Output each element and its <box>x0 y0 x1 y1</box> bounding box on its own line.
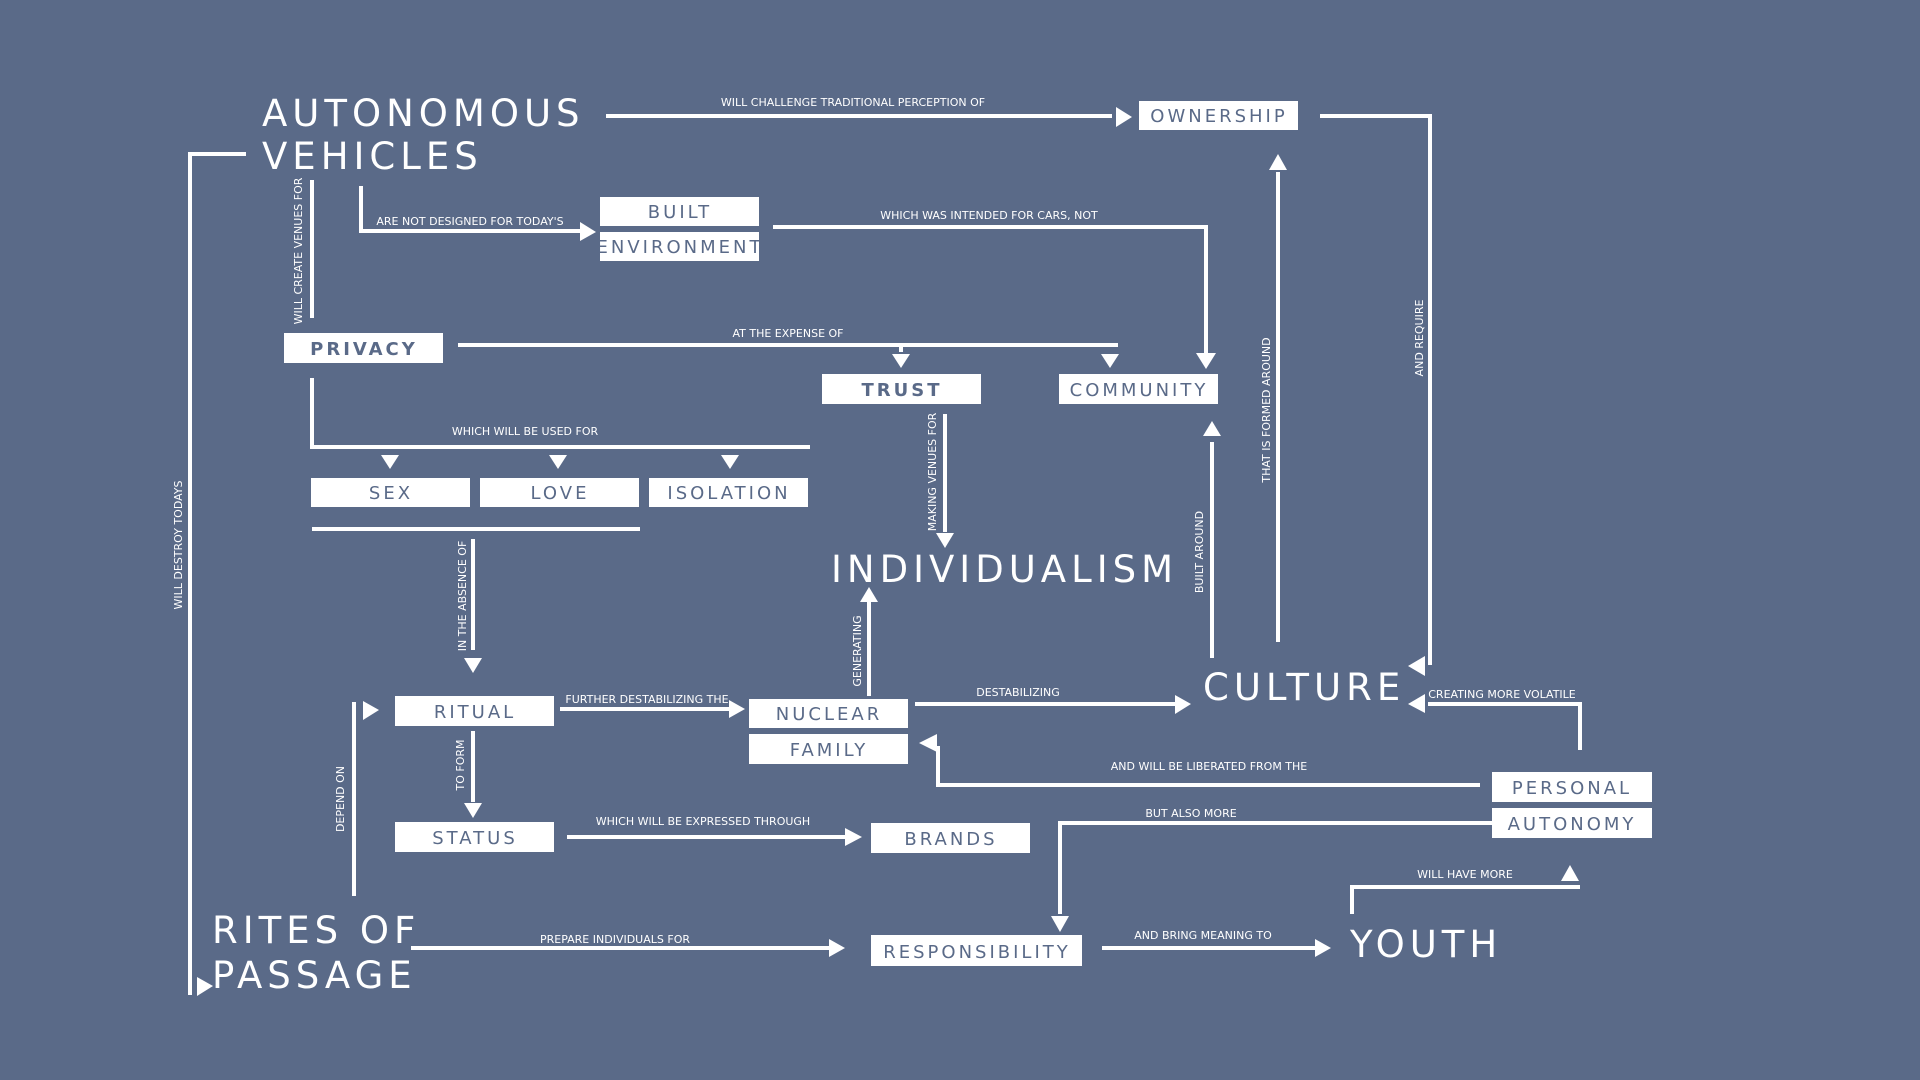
node-autonomous: AUTONOMOUS <box>262 92 585 135</box>
box-responsibility: RESPONSIBILITY <box>871 935 1082 966</box>
label-not-designed: ARE NOT DESIGNED FOR TODAY'S <box>376 215 563 228</box>
node-status: STATUS <box>432 828 518 849</box>
node-passage: PASSAGE <box>212 954 417 997</box>
label-will-destroy: WILL DESTROY TODAYS <box>172 481 185 610</box>
box-community: COMMUNITY <box>1059 374 1218 404</box>
node-individualism: INDIVIDUALISM <box>831 548 1178 591</box>
node-privacy: PRIVACY <box>310 339 418 360</box>
node-autonomy: AUTONOMY <box>1508 814 1637 835</box>
node-nuclear: NUCLEAR <box>776 704 882 725</box>
node-family: FAMILY <box>790 740 869 761</box>
label-making-venues: MAKING VENUES FOR <box>926 412 939 531</box>
node-rites-of: RITES OF <box>212 909 420 952</box>
label-but-also-more: BUT ALSO MORE <box>1145 807 1236 820</box>
box-personal-autonomy: PERSONAL AUTONOMY <box>1492 772 1652 838</box>
box-brands: BRANDS <box>871 823 1030 853</box>
box-privacy: PRIVACY <box>284 333 443 363</box>
label-generating: GENERATING <box>851 615 864 686</box>
node-ritual: RITUAL <box>434 702 516 723</box>
node-youth: YOUTH <box>1349 923 1502 966</box>
label-depend-on: DEPEND ON <box>334 766 347 832</box>
box-trust: TRUST <box>822 374 981 404</box>
box-ritual: RITUAL <box>395 696 554 726</box>
label-create-venues: WILL CREATE VENUES FOR <box>292 177 305 324</box>
node-personal: PERSONAL <box>1512 778 1632 799</box>
box-sex: SEX <box>311 478 470 507</box>
node-love: LOVE <box>531 483 590 504</box>
box-built-environment: BUILT ENVIRONMENT <box>597 197 764 261</box>
label-expressed-through: WHICH WILL BE EXPRESSED THROUGH <box>596 815 810 828</box>
node-brands: BRANDS <box>904 829 997 850</box>
node-isolation: ISOLATION <box>667 483 790 504</box>
label-at-expense: AT THE EXPENSE OF <box>732 327 843 340</box>
label-will-challenge: WILL CHALLENGE TRADITIONAL PERCEPTION OF <box>721 96 985 109</box>
label-absence-of: IN THE ABSENCE OF <box>456 541 469 652</box>
label-creating-volatile: CREATING MORE VOLATILE <box>1428 688 1576 701</box>
label-prepare-individuals: PREPARE INDIVIDUALS FOR <box>540 933 690 946</box>
label-bring-meaning: AND BRING MEANING TO <box>1134 929 1272 942</box>
label-built-around: BUILT AROUND <box>1193 511 1206 593</box>
box-love: LOVE <box>480 478 639 507</box>
node-culture: CULTURE <box>1203 666 1405 709</box>
label-used-for: WHICH WILL BE USED FOR <box>452 425 599 438</box>
node-built: BUILT <box>648 202 712 223</box>
label-and-require: AND REQUIRE <box>1413 300 1426 377</box>
label-destabilizing: DESTABILIZING <box>976 686 1060 699</box>
label-intended-for-cars: WHICH WAS INTENDED FOR CARS, NOT <box>880 209 1098 222</box>
node-responsibility: RESPONSIBILITY <box>883 942 1071 963</box>
node-sex: SEX <box>369 483 413 504</box>
node-environment: ENVIRONMENT <box>597 237 764 258</box>
label-formed-around: THAT IS FORMED AROUND <box>1260 337 1273 483</box>
label-to-form: TO FORM <box>454 740 467 792</box>
label-liberated-from: AND WILL BE LIBERATED FROM THE <box>1111 760 1308 773</box>
box-ownership: OWNERSHIP <box>1139 101 1298 130</box>
node-trust: TRUST <box>862 380 943 401</box>
label-will-have-more: WILL HAVE MORE <box>1417 868 1513 881</box>
node-ownership: OWNERSHIP <box>1150 106 1287 127</box>
box-nuclear-family: NUCLEAR FAMILY <box>749 699 908 764</box>
box-status: STATUS <box>395 822 554 852</box>
node-vehicles: VEHICLES <box>262 135 483 178</box>
label-further-destabilizing: FURTHER DESTABILIZING THE <box>565 693 728 706</box>
connector-lines <box>188 107 1582 996</box>
node-community: COMMUNITY <box>1070 380 1209 401</box>
box-isolation: ISOLATION <box>649 478 808 507</box>
